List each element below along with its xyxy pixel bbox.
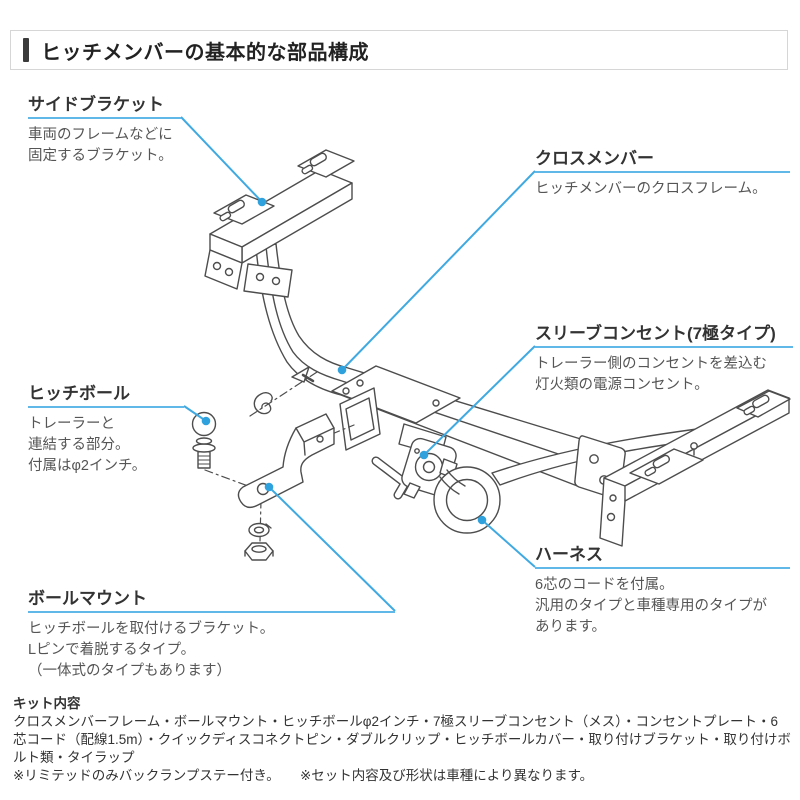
label-side-bracket-title: サイドブラケット [28,95,181,119]
label-ball-mount-title: ボールマウント [28,589,395,613]
section-title-box: ヒッチメンバーの基本的な部品構成 [10,30,788,70]
label-cross-member-desc: ヒッチメンバーのクロスフレーム。 [535,181,767,197]
callout-line-cross-member [341,170,536,371]
label-cross-member-title: クロスメンバー [535,149,790,173]
kit-contents-section: キット内容 クロスメンバーフレーム・ボールマウント・ヒッチボールφ2インチ・7極… [13,695,791,785]
label-ball-mount: ボールマウント ヒッチボールを取付けるブラケット。 Lピンで着脱するタイプ。 （… [28,589,395,682]
label-harness-desc: 6芯のコードを付属。 汎用のタイプと車種専用のタイプが あります。 [535,577,767,635]
label-harness: ハーネス 6芯のコードを付属。 汎用のタイプと車種専用のタイプが あります。 [535,545,790,638]
side-bracket-right-drawing [599,389,791,547]
callout-dot-cross-member [337,365,347,375]
double-clip-drawing [253,392,273,415]
receiver-drawing [331,365,461,451]
direction-arrow-icon [291,366,310,383]
label-hitch-ball-desc: トレーラーと 連結する部分。 付属はφ2インチ。 [28,416,147,474]
page-title: ヒッチメンバーの基本的な部品構成 [41,41,369,64]
hitch-parts-diagram [180,116,791,612]
label-ball-mount-desc: ヒッチボールを取付けるブラケット。 Lピンで着脱するタイプ。 （一体式のタイプも… [28,621,275,679]
l-pin-drawing [371,456,410,500]
callout-line-ball-mount [268,486,396,612]
assembly-guide-lines [204,369,355,542]
kit-contents-body: クロスメンバーフレーム・ボールマウント・ヒッチボールφ2インチ・7極スリーブコン… [13,714,791,765]
callout-lines [180,116,536,612]
washer-drawing [248,522,272,538]
callout-line-harness [481,519,536,568]
label-sleeve-outlet: スリーブコンセント(7極タイプ) トレーラー側のコンセントを差込む 灯火類の電源… [535,324,793,396]
label-hitch-ball-title: ヒッチボール [28,384,184,408]
callout-dot-hitch-ball [201,416,211,426]
nut-drawing [244,542,274,561]
label-sleeve-outlet-title: スリーブコンセント(7極タイプ) [535,324,793,348]
callout-line-hitch-ball [183,405,207,422]
direction-arrow-tail [301,373,315,383]
kit-contents-note: ※リミテッドのみバックランプステー付き。 ※セット内容及び形状は車種により異なり… [13,768,594,783]
callout-dot-sleeve-outlet [419,450,429,460]
label-hitch-ball: ヒッチボール トレーラーと 連結する部分。 付属はφ2インチ。 [28,384,184,477]
callout-dot-harness [477,515,487,525]
label-cross-member: クロスメンバー ヒッチメンバーのクロスフレーム。 [535,149,790,200]
label-harness-title: ハーネス [535,545,790,569]
label-side-bracket: サイドブラケット 車両のフレームなどに 固定するブラケット。 [28,95,181,167]
side-bracket-left-drawing [204,149,355,298]
label-side-bracket-desc: 車両のフレームなどに 固定するブラケット。 [28,127,173,164]
callout-line-sleeve-outlet [423,345,536,456]
label-sleeve-outlet-desc: トレーラー側のコンセントを差込む 灯火類の電源コンセント。 [535,356,767,393]
kit-contents-heading: キット内容 [13,696,81,711]
title-accent-bar [23,38,29,62]
callout-dot-ball-mount [264,482,274,492]
ball-mount-drawing [237,413,335,509]
callout-dot-side-bracket [257,197,267,207]
callout-dots [201,197,487,525]
callout-line-side-bracket [180,116,263,203]
